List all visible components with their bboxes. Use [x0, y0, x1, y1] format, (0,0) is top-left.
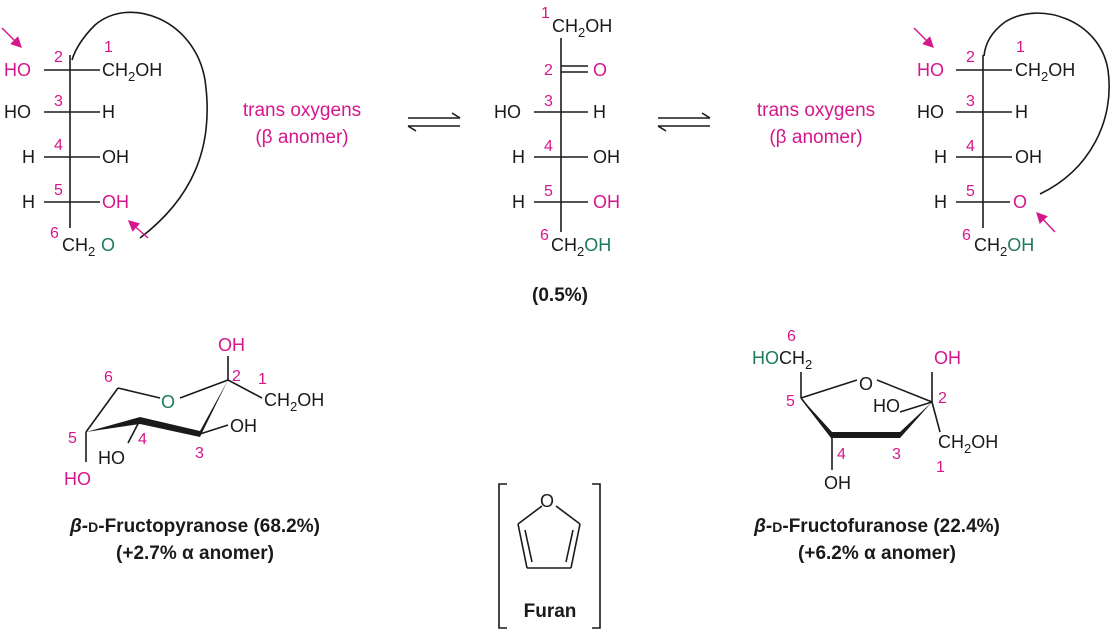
center-c3-h-label: H	[593, 102, 606, 122]
right-annotation: trans oxygens (β anomer)	[757, 100, 875, 148]
beta-fructopyranose-structure: O OH CH2OH OH HO HO 6 2 1 5 4 3	[64, 335, 324, 489]
center-num-6: 6	[540, 227, 549, 244]
left-annotation-line1: trans oxygens	[243, 100, 361, 121]
center-c2-o-label: O	[593, 60, 607, 80]
right-arrow-o5	[1036, 211, 1056, 233]
pyranose-c3-oh: OH	[230, 416, 257, 436]
center-c4-h-label: H	[512, 147, 525, 167]
center-num-5: 5	[544, 183, 553, 200]
right-annotation-line1: trans oxygens	[757, 100, 875, 121]
right-num-5: 5	[966, 183, 975, 200]
right-c5-h-label: H	[934, 192, 947, 212]
right-c1-label: CH2OH	[1015, 60, 1075, 84]
center-num-2: 2	[544, 62, 553, 79]
fur-num-2: 2	[938, 390, 947, 407]
furan-o: O	[540, 491, 554, 511]
left-num-4: 4	[54, 137, 63, 154]
fur-num-3: 3	[892, 446, 901, 463]
beta-fructofuranose-structure: O HOCH2 OH HO CH2OH OH 6 5 2 4 3 1	[752, 328, 998, 493]
right-c4-oh-label: OH	[1015, 147, 1042, 167]
center-c5-h-label: H	[512, 192, 525, 212]
c1-ch2oh-label: CH2OH	[102, 60, 162, 84]
c6-ch2-label: CH2	[62, 235, 95, 259]
right-num-3: 3	[966, 93, 975, 110]
furan-label: Furan	[524, 601, 577, 622]
pyr-num-6: 6	[104, 369, 113, 386]
c3-ho-label: HO	[4, 102, 31, 122]
furanose-alpha-note: (+6.2% α anomer)	[798, 543, 956, 564]
pyr-num-2: 2	[232, 368, 241, 385]
furan-structure: O	[498, 483, 601, 629]
left-arrow-c2	[1, 27, 22, 48]
right-num-1: 1	[1016, 39, 1025, 56]
left-equilibrium-arrow	[407, 112, 461, 132]
pyranose-ring-o: O	[161, 392, 175, 412]
fur-num-1: 1	[936, 459, 945, 476]
right-c5-o-label: O	[1013, 192, 1027, 212]
furanose-c1-ch2oh: CH2OH	[938, 432, 998, 456]
pyr-num-4: 4	[138, 431, 147, 448]
right-equilibrium-arrow	[657, 112, 711, 132]
pyranose-c1-ch2oh: CH2OH	[264, 390, 324, 414]
fur-num-4: 4	[837, 446, 846, 463]
center-num-4: 4	[544, 138, 553, 155]
c4-h-label: H	[22, 147, 35, 167]
open-chain-fischer-projection: CH2OH O HO H H OH H OH CH2OH 1 2 3 4 5 6	[494, 5, 620, 259]
furanose-c3-ho: HO	[873, 396, 900, 416]
pyranose-c4-ho: HO	[98, 448, 125, 468]
pyr-num-5: 5	[68, 430, 77, 447]
center-c4-oh-label: OH	[593, 147, 620, 167]
right-fischer-projection: HO CH2OH HO H H OH H O CH2OH 2 1 3 4 5 6	[913, 12, 1110, 259]
right-num-4: 4	[966, 138, 975, 155]
center-c5-oh-label: OH	[593, 192, 620, 212]
right-num-2: 2	[966, 49, 975, 66]
pyranose-c5-ho: HO	[64, 469, 91, 489]
pyr-num-1: 1	[258, 371, 267, 388]
c6-o-label: O	[101, 235, 115, 255]
fur-num-5: 5	[786, 393, 795, 410]
left-num-1: 1	[104, 39, 113, 56]
c3-h-label: H	[102, 102, 115, 122]
right-annotation-line2: (β anomer)	[769, 127, 862, 148]
pyr-num-3: 3	[195, 445, 204, 462]
center-c6-label: CH2OH	[551, 235, 611, 259]
right-c3-ho-label: HO	[917, 102, 944, 122]
furanose-c2-oh: OH	[934, 348, 961, 368]
right-num-6: 6	[962, 227, 971, 244]
c4-oh-label: OH	[102, 147, 129, 167]
center-c1-label: CH2OH	[552, 16, 612, 40]
left-num-6: 6	[50, 225, 59, 242]
left-num-5: 5	[54, 182, 63, 199]
furanose-name: β-D-Fructofuranose (22.4%)	[753, 516, 1000, 537]
furanose-c6-label: HOCH2	[752, 348, 812, 372]
left-annotation: trans oxygens (β anomer)	[243, 100, 361, 148]
right-c3-h-label: H	[1015, 102, 1028, 122]
center-num-3: 3	[544, 93, 553, 110]
right-c2-ho-label: HO	[917, 60, 944, 80]
open-chain-percent: (0.5%)	[532, 285, 588, 306]
c2-ho-label: HO	[4, 60, 31, 80]
pyranose-c2-oh: OH	[218, 335, 245, 355]
left-annotation-line2: (β anomer)	[255, 127, 348, 148]
fur-num-6: 6	[787, 328, 796, 345]
left-num-2: 2	[54, 49, 63, 66]
right-c4-h-label: H	[934, 147, 947, 167]
c5-oh-label: OH	[102, 192, 129, 212]
left-arrow-o5	[127, 220, 149, 239]
center-c3-ho-label: HO	[494, 102, 521, 122]
right-c6-label: CH2OH	[974, 235, 1034, 259]
furanose-ring-o: O	[859, 374, 873, 394]
right-arrow-c2	[913, 27, 934, 48]
pyranose-alpha-note: (+2.7% α anomer)	[116, 543, 274, 564]
pyranose-name: β-D-Fructopyranose (68.2%)	[69, 516, 320, 537]
left-fischer-projection: HO CH2OH HO H H OH H OH CH2 O 2 1 3 4 5 …	[1, 11, 208, 259]
furanose-c4-oh: OH	[824, 473, 851, 493]
center-num-1: 1	[541, 5, 550, 22]
left-num-3: 3	[54, 93, 63, 110]
c5-h-label: H	[22, 192, 35, 212]
